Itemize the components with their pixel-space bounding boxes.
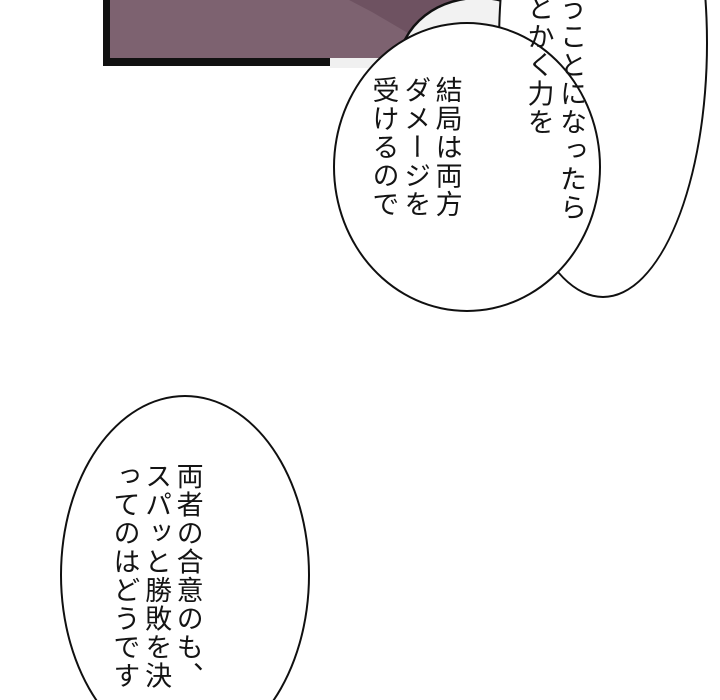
text-column: ってのはどうです	[108, 462, 140, 690]
text-column: ダメージを	[399, 76, 431, 219]
speech-bubble-middle-text: 結局は両方 ダメージを 受けるので	[367, 76, 462, 219]
text-column: スパッと勝敗を決	[140, 462, 172, 690]
text-column: 受けるので	[367, 76, 399, 219]
text-column: とかく力を	[522, 0, 554, 137]
speech-bubble-middle	[333, 22, 601, 312]
speech-bubble-bottom-text: 両者の合意のも、 スパッと勝敗を決 ってのはどうです	[108, 462, 203, 690]
text-column: うことになったら	[555, 0, 587, 222]
text-column: 結局は両方	[430, 76, 462, 219]
speech-bubble-bottom	[60, 395, 310, 700]
speech-bubble-top-right-text: うことになったら とかく力を	[522, 0, 587, 222]
text-column: 両者の合意のも、	[171, 462, 203, 690]
